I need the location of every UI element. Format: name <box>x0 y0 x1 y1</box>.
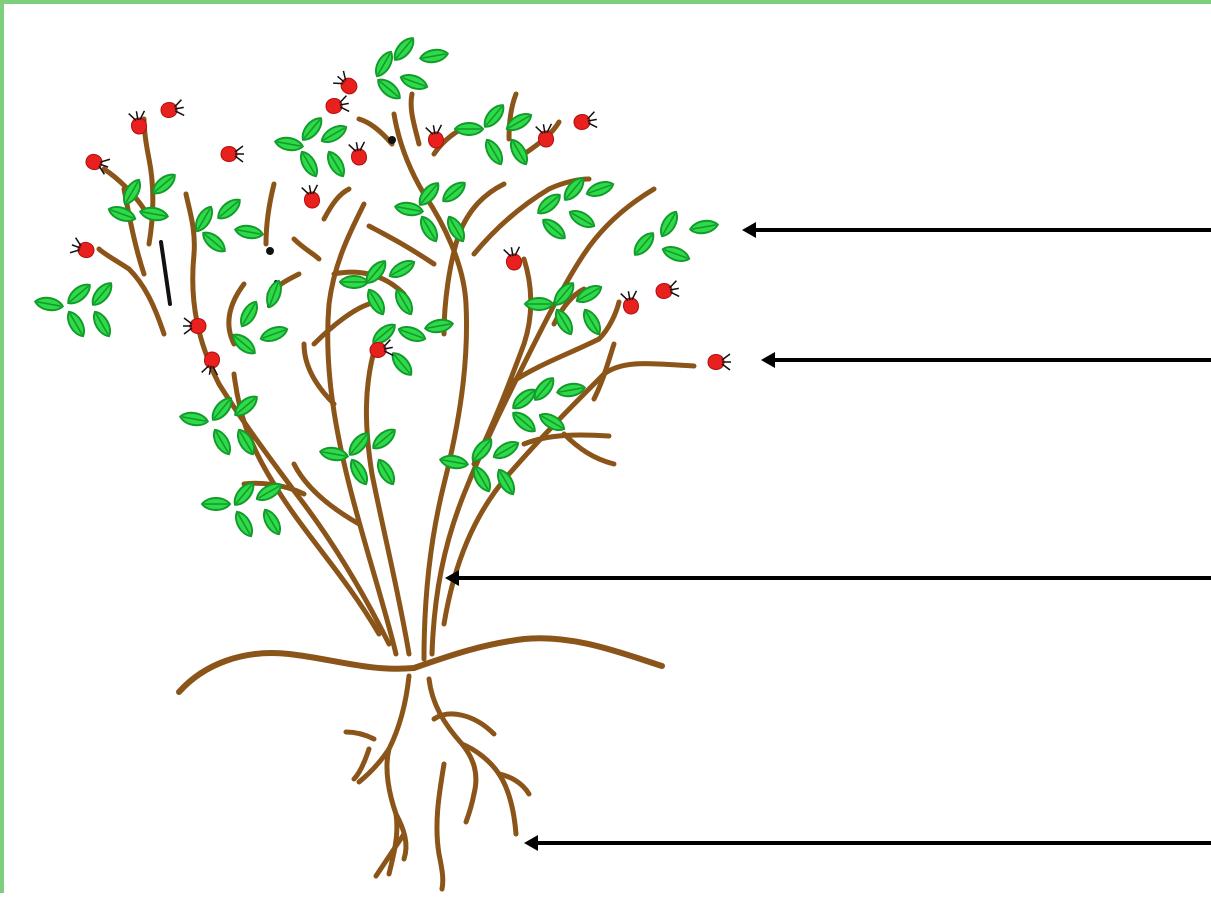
rosehip-plant-diagram <box>4 4 1211 897</box>
base-runners <box>179 638 662 692</box>
roots <box>346 676 529 889</box>
stems <box>99 94 694 659</box>
